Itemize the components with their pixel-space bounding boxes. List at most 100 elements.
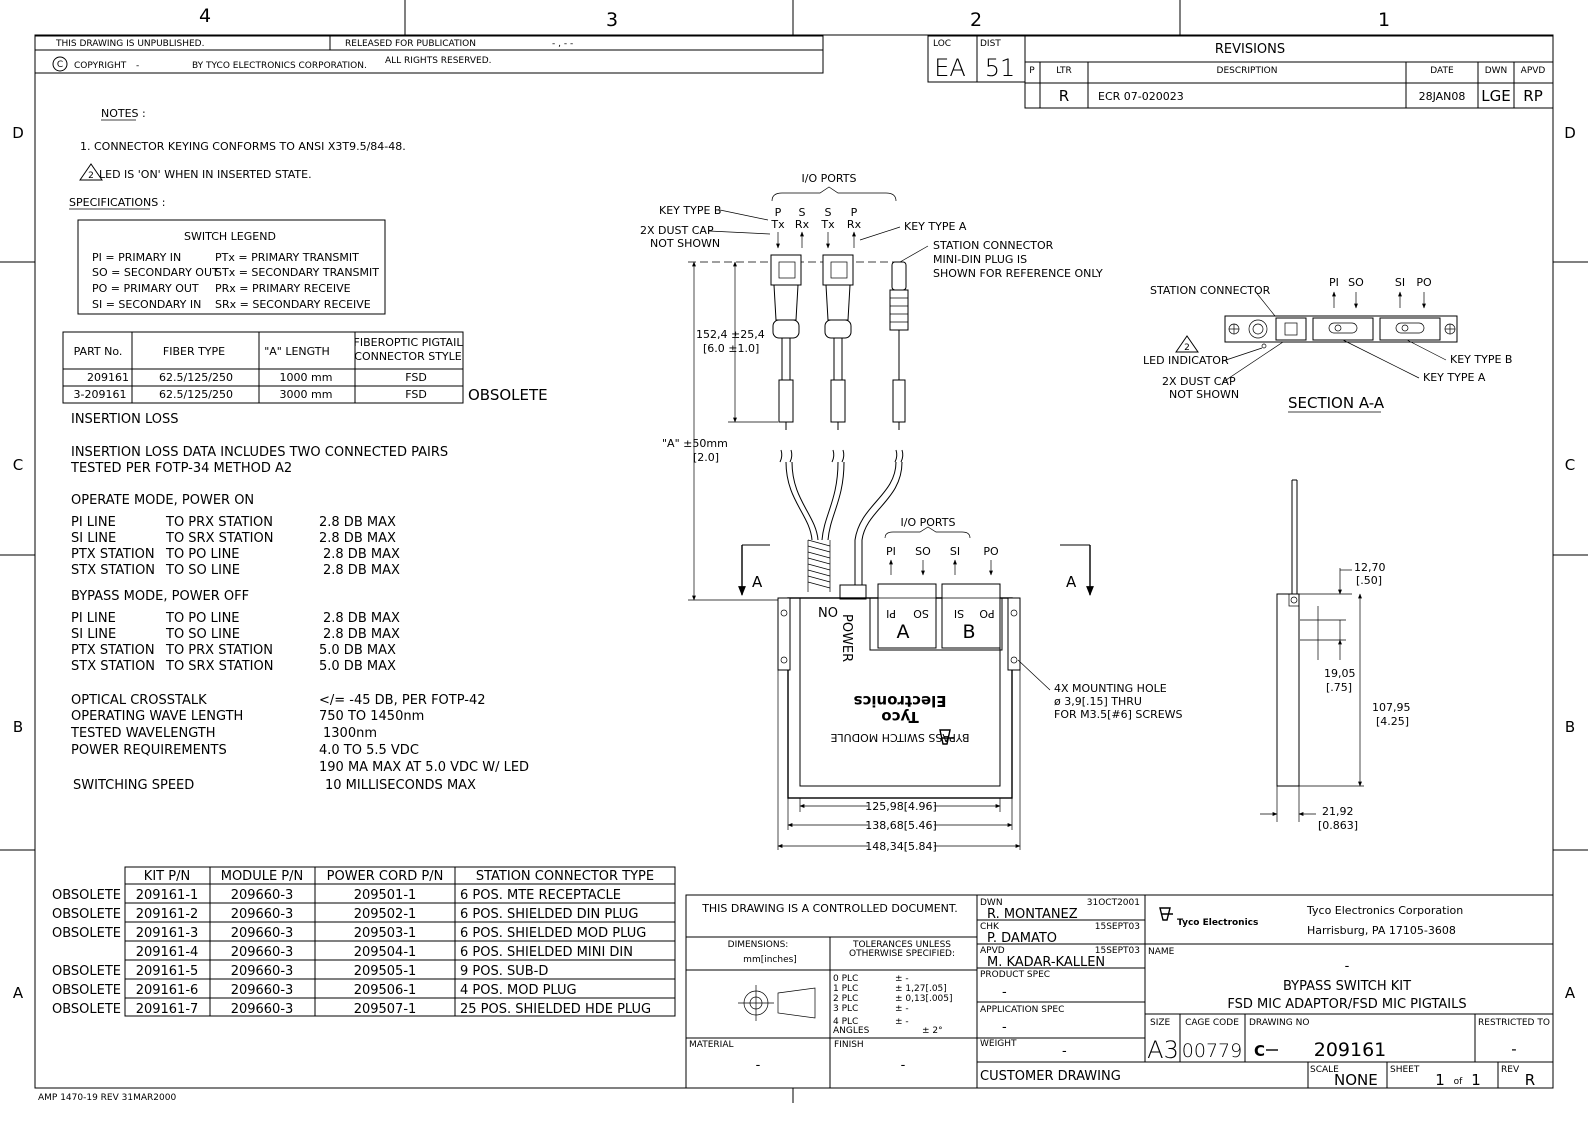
kit-row-4-module: 209660-3 <box>231 945 294 960</box>
note-1: 1. CONNECTOR KEYING CONFORMS TO ANSI X3T… <box>80 140 406 153</box>
tol-3-label: 3 PLC <box>833 1004 858 1014</box>
bypass-4-a: STX STATION <box>71 659 155 674</box>
dim-19: 19,05 <box>1324 667 1356 680</box>
legend-row-1-right: PTx = PRIMARY TRANSMIT <box>215 251 359 264</box>
panel-label-so: SI <box>954 607 964 620</box>
header-strip: THIS DRAWING IS UNPUBLISHED. RELEASED FO… <box>34 35 1026 83</box>
tb-cage-label: CAGE CODE <box>1185 1018 1239 1028</box>
tb-finish-value: - <box>901 1058 906 1073</box>
operate-3-a: PTX STATION <box>71 547 155 562</box>
side-view: 12,70 [.50] 19,05 [.75] 107,95 [4.25] 21… <box>1260 479 1411 832</box>
tb-tol-1: TOLERANCES UNLESS <box>852 940 951 950</box>
tb-chk-name: P. DAMATO <box>987 931 1057 946</box>
tb-company-logo: Tyco Electronics <box>1177 918 1258 928</box>
rev-col-date: DATE <box>1430 66 1454 76</box>
zone-labels: 4 3 2 1 D C B A D C B A <box>12 5 1576 1002</box>
tb-name-dash: - <box>1345 959 1350 974</box>
tb-sheet-of: of <box>1454 1077 1464 1087</box>
sec-led-num: 2 <box>1184 343 1190 353</box>
kit-row-1-station: 6 POS. MTE RECEPTACLE <box>460 888 621 903</box>
misc-3-b: 1300nm <box>323 726 377 741</box>
kit-row-2-module: 209660-3 <box>231 907 294 922</box>
key-type-a-label: KEY TYPE A <box>904 220 967 233</box>
key-type-b-label: KEY TYPE B <box>659 204 721 217</box>
kit-row-3-obsolete: OBSOLETE <box>52 926 121 941</box>
tb-dimensions: DIMENSIONS: <box>728 940 789 950</box>
tb-finish-label: FINISH <box>834 1040 864 1050</box>
kit-row-6-module: 209660-3 <box>231 983 294 998</box>
dim-148: 148,34[5.84] <box>865 840 937 853</box>
rev-col-desc: DESCRIPTION <box>1217 66 1278 76</box>
tol-5-value: ± 2° <box>922 1026 943 1036</box>
legend-row-2-left: SO = SECONDARY OUT <box>92 266 219 279</box>
tol-2-label: 2 PLC <box>833 994 858 1004</box>
kit-header-module: MODULE P/N <box>221 869 304 884</box>
operate-2-a: SI LINE <box>71 531 116 546</box>
top-port-p1: P <box>775 206 782 219</box>
note-2: LED IS 'ON' WHEN IN INSERTED STATE. <box>99 168 312 181</box>
switch-legend: SWITCH LEGEND PI = PRIMARY IN PTx = PRIM… <box>77 219 386 315</box>
notes-title: NOTES : <box>101 107 146 120</box>
operate-1-b: TO PRX STATION <box>165 515 273 530</box>
misc-5-b: 190 MA MAX AT 5.0 VDC W/ LED <box>319 760 529 775</box>
tb-scale-label: SCALE <box>1310 1065 1339 1075</box>
part-row-1-length: 1000 mm <box>280 371 333 384</box>
dim-152: 152,4 ±25,4 <box>696 328 765 341</box>
revisions-block: REVISIONS P LTR DESCRIPTION DATE DWN APV… <box>1024 35 1554 109</box>
panel-a: A <box>897 621 910 643</box>
tb-size-label: SIZE <box>1150 1018 1171 1028</box>
kit-row-4-station: 6 POS. SHIELDED MINI DIN <box>460 945 633 960</box>
bypass-2-a: SI LINE <box>71 627 116 642</box>
kit-row-1-cord: 209501-1 <box>354 888 417 903</box>
tb-rev-label: REV <box>1501 1065 1520 1075</box>
insertion-loss: INSERTION LOSS INSERTION LOSS DATA INCLU… <box>70 412 529 793</box>
kit-row-7-station: 25 POS. SHIELDED HDE PLUG <box>460 1002 651 1017</box>
dim-21-in: [0.863] <box>1318 819 1358 832</box>
panel-label-si: SO <box>913 607 929 620</box>
section-arrow-left: A <box>752 573 763 591</box>
tb-company-city: Harrisburg, PA 17105-3608 <box>1307 924 1456 937</box>
dwg-c-icon: C <box>1254 1042 1265 1060</box>
rev-col-ltr: LTR <box>1056 66 1072 76</box>
operate-4-b: TO SO LINE <box>165 563 240 578</box>
misc-4-a: POWER REQUIREMENTS <box>71 743 227 758</box>
misc-1-b: </= -45 DB, PER FOTP-42 <box>319 693 486 708</box>
tb-size-value: A3 <box>1147 1036 1179 1064</box>
mid-port-po: PO <box>983 545 999 558</box>
tb-customer-drawing: CUSTOMER DRAWING <box>980 1069 1121 1084</box>
insertion-desc-2: TESTED PER FOTP-34 METHOD A2 <box>70 461 292 476</box>
tb-sheet-total: 1 <box>1471 1071 1481 1089</box>
dim-107-in: [4.25] <box>1376 715 1409 728</box>
copyright-text: COPYRIGHT <box>74 61 127 71</box>
module-no-label: NO <box>818 606 838 621</box>
module-drawing: I/O PORTS KEY TYPE B 2X DUST CAP NOT SHO… <box>640 172 1183 853</box>
kit-row-7-obsolete: OBSOLETE <box>52 1002 121 1017</box>
legend-row-4-right: SRx = SECONDARY RECEIVE <box>215 298 371 311</box>
misc-3-a: TESTED WAVELENGTH <box>70 726 216 741</box>
sec-key-b: KEY TYPE B <box>1450 353 1512 366</box>
part-row-1-style: FSD <box>405 371 427 384</box>
kit-row-3-cord: 209503-1 <box>354 926 417 941</box>
kit-row-1-kit: 209161-1 <box>136 888 199 903</box>
panel-label-po: PI <box>886 607 896 620</box>
tb-apvd-label: APVD <box>980 946 1005 956</box>
legend-row-3-left: PO = PRIMARY OUT <box>92 282 199 295</box>
operate-1-c: 2.8 DB MAX <box>319 515 396 530</box>
zone-right-c: C <box>1565 456 1575 474</box>
operate-3-c: 2.8 DB MAX <box>323 547 400 562</box>
module-text: BYPASS SWITCH MODULE <box>830 731 969 744</box>
mount-3: FOR M3.5[#6] SCREWS <box>1054 708 1183 721</box>
tb-dwn-date: 31OCT2001 <box>1087 898 1140 908</box>
panel-b: B <box>962 621 975 643</box>
bypass-3-c: 5.0 DB MAX <box>319 643 396 658</box>
dim-12-in: [.50] <box>1356 574 1382 587</box>
zone-top-3: 3 <box>606 9 618 31</box>
tb-product-spec-label: PRODUCT SPEC <box>980 970 1050 980</box>
part-header-pigtail: FIBEROPTIC PIGTAIL <box>354 336 464 349</box>
misc-2-b: 750 TO 1450nm <box>319 709 424 724</box>
part-obsolete: OBSOLETE <box>468 386 548 404</box>
kit-row-2-kit: 209161-2 <box>136 907 199 922</box>
rev-desc: ECR 07-020023 <box>1098 90 1184 103</box>
kit-row-7-module: 209660-3 <box>231 1002 294 1017</box>
kit-row-2-station: 6 POS. SHIELDED DIN PLUG <box>460 907 638 922</box>
